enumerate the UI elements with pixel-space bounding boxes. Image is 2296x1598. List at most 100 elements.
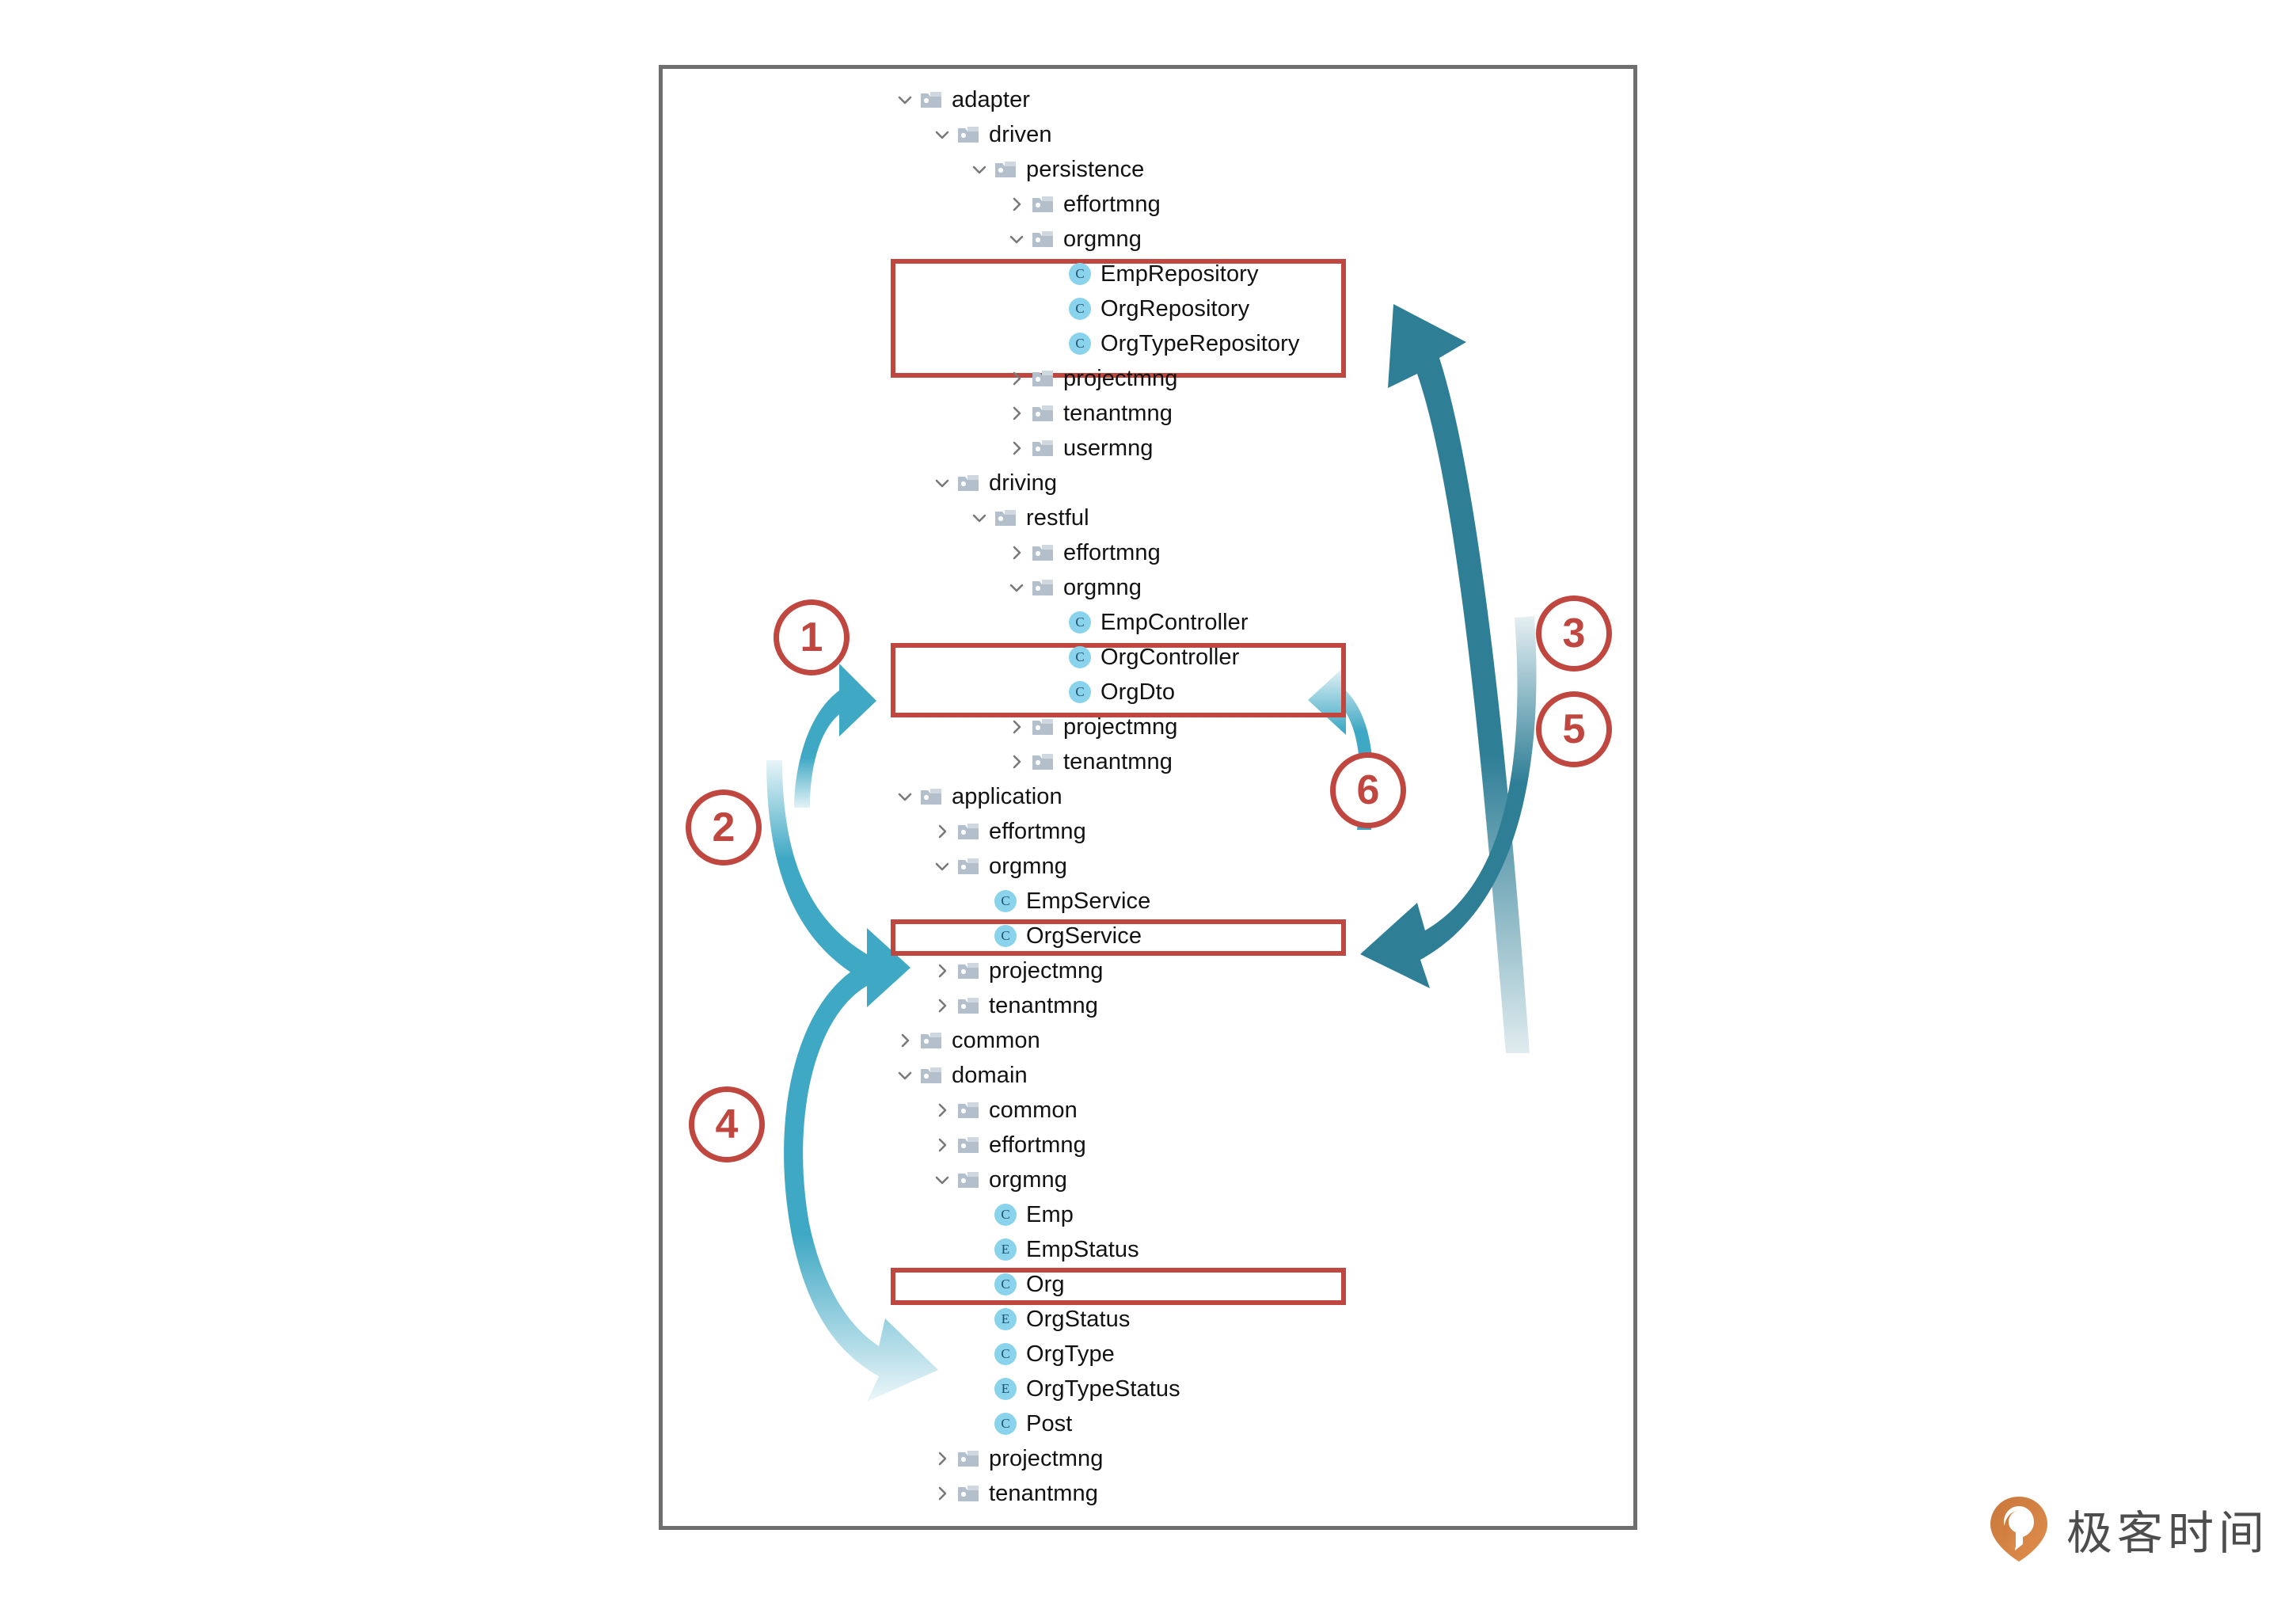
chevron-down-icon[interactable]: [895, 89, 915, 110]
folder-icon: [957, 1170, 979, 1189]
tree-row[interactable]: restful: [895, 500, 1544, 535]
class-type-icon: C: [1069, 333, 1091, 355]
tree-row-label: EmpService: [1026, 888, 1151, 914]
chevron-right-icon[interactable]: [1006, 194, 1027, 215]
chevron-right-icon[interactable]: [932, 821, 952, 842]
tree-row-label: projectmng: [989, 957, 1104, 984]
folder-icon: [1032, 439, 1054, 458]
class-type-icon: C: [994, 890, 1017, 912]
tree-row-label: driven: [989, 121, 1052, 147]
chevron-right-icon[interactable]: [895, 1030, 915, 1051]
chevron-down-icon[interactable]: [969, 159, 990, 180]
tree-row[interactable]: E OrgTypeStatus: [895, 1372, 1544, 1406]
chevron-down-icon[interactable]: [969, 508, 990, 528]
tree-row[interactable]: projectmng: [895, 710, 1544, 744]
tree-row[interactable]: orgmng: [895, 1162, 1544, 1197]
folder-icon: [920, 1066, 942, 1085]
chevron-right-icon[interactable]: [1006, 751, 1027, 772]
tree-row-label: OrgService: [1026, 923, 1142, 949]
tree-row-label: tenantmng: [989, 992, 1098, 1018]
enum-type-icon: E: [994, 1238, 1017, 1261]
class-type-icon: C: [994, 1204, 1017, 1226]
tree-row-label: tenantmng: [1063, 400, 1173, 426]
tree-row-label: domain: [952, 1062, 1028, 1088]
chevron-down-icon[interactable]: [932, 473, 952, 493]
tree-row[interactable]: tenantmng: [895, 744, 1544, 779]
tree-row[interactable]: driven: [895, 117, 1544, 152]
tree-row[interactable]: persistence: [895, 152, 1544, 187]
tree-row[interactable]: tenantmng: [895, 988, 1544, 1023]
tree-row[interactable]: orgmng: [895, 849, 1544, 884]
enum-type-icon: E: [994, 1378, 1017, 1400]
folder-icon: [994, 160, 1017, 179]
tree-row[interactable]: effortmng: [895, 535, 1544, 570]
chevron-right-icon[interactable]: [1006, 368, 1027, 389]
tree-row[interactable]: effortmng: [895, 814, 1544, 849]
folder-icon: [957, 857, 979, 876]
tree-row[interactable]: projectmng: [895, 953, 1544, 988]
tree-row[interactable]: tenantmng: [895, 1476, 1544, 1511]
chevron-down-icon[interactable]: [932, 1170, 952, 1190]
tree-row-label: Org: [1026, 1271, 1065, 1297]
chevron-right-icon[interactable]: [932, 961, 952, 981]
chevron-down-icon[interactable]: [895, 786, 915, 807]
tree-row[interactable]: C EmpService: [895, 884, 1544, 919]
class-type-icon: C: [994, 1413, 1017, 1435]
tree-row-label: orgmng: [989, 1166, 1067, 1193]
chevron-right-icon[interactable]: [932, 995, 952, 1016]
tree-row[interactable]: domain: [895, 1058, 1544, 1093]
org-highlight: [891, 1268, 1346, 1305]
chevron-right-icon[interactable]: [1006, 542, 1027, 563]
chevron-down-icon[interactable]: [1006, 229, 1027, 249]
chevron-right-icon[interactable]: [1006, 403, 1027, 424]
chevron-right-icon[interactable]: [932, 1483, 952, 1504]
chevron-down-icon[interactable]: [932, 124, 952, 145]
chevron-right-icon[interactable]: [932, 1135, 952, 1155]
chevron-right-icon[interactable]: [932, 1448, 952, 1469]
tree-row[interactable]: effortmng: [895, 187, 1544, 222]
class-type-icon: C: [1069, 681, 1091, 703]
tree-row[interactable]: driving: [895, 466, 1544, 500]
tree-row[interactable]: common: [895, 1023, 1544, 1058]
tree-row-label: persistence: [1026, 156, 1145, 182]
tree-row[interactable]: projectmng: [895, 361, 1544, 396]
tree-row[interactable]: projectmng: [895, 1441, 1544, 1476]
tree-row[interactable]: usermng: [895, 431, 1544, 466]
chevron-right-icon[interactable]: [1006, 438, 1027, 458]
class-type-icon: C: [1069, 646, 1091, 668]
tree-row-label: OrgType: [1026, 1341, 1115, 1367]
tree-row[interactable]: adapter: [895, 82, 1544, 117]
chevron-down-icon[interactable]: [932, 856, 952, 877]
chevron-right-icon[interactable]: [932, 1100, 952, 1121]
tree-row-label: OrgRepository: [1100, 295, 1250, 322]
tree-row-label: OrgTypeStatus: [1026, 1375, 1180, 1402]
folder-icon: [1032, 404, 1054, 423]
tree-row[interactable]: orgmng: [895, 570, 1544, 605]
chevron-right-icon[interactable]: [1006, 717, 1027, 737]
class-type-icon: C: [1069, 263, 1091, 285]
chevron-down-icon[interactable]: [1006, 577, 1027, 598]
tree-row[interactable]: effortmng: [895, 1128, 1544, 1162]
controller-dto-group-highlight: [891, 643, 1346, 717]
tree-row[interactable]: common: [895, 1093, 1544, 1128]
tree-row[interactable]: application: [895, 779, 1544, 814]
tree-row[interactable]: tenantmng: [895, 396, 1544, 431]
tree-row[interactable]: orgmng: [895, 222, 1544, 257]
chevron-down-icon[interactable]: [895, 1065, 915, 1086]
step-marker-2: 2: [686, 789, 762, 866]
tree-row-label: orgmng: [989, 853, 1067, 879]
